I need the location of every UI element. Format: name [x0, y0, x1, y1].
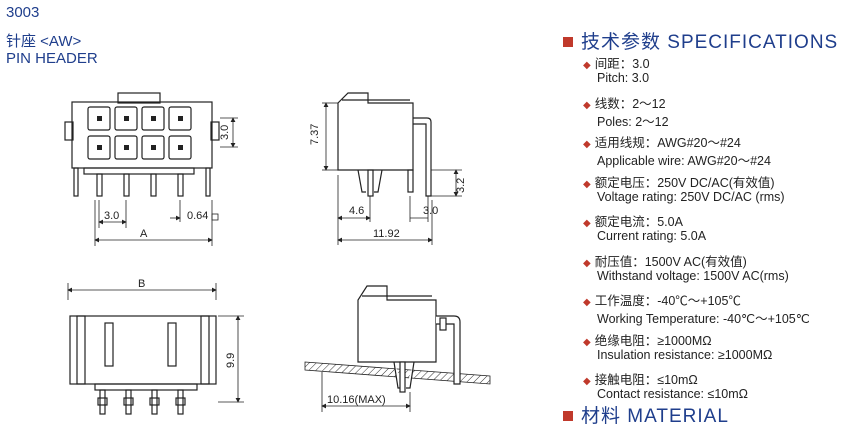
mounted-depth-label: 10.16(MAX)	[327, 394, 386, 406]
heading-square-icon	[563, 411, 573, 421]
specifications-heading: 技术参数 SPECIFICATIONS	[563, 27, 838, 54]
spec-item-en: Poles: 2～12	[597, 114, 669, 129]
spec-item-cn: ◆线数：2～12	[583, 93, 666, 112]
diamond-bullet-icon: ◆	[583, 139, 591, 150]
spec-item-cn: ◆适用线规：AWG#20～#24	[583, 132, 741, 151]
diamond-bullet-icon: ◆	[583, 257, 591, 269]
spec-item-cn-text: 绝缘电阻：≥1000MΩ	[594, 333, 712, 348]
material-heading: 材料 MATERIAL	[563, 401, 729, 428]
spec-item-en: Voltage rating: 250V DC/AC (rms)	[597, 189, 785, 204]
spec-item-en: Pitch: 3.0	[597, 71, 650, 85]
spec-item-cn-text: 适用线规：AWG#20～#24	[594, 136, 741, 150]
spec-item-en: Working Temperature: -40℃～+105℃	[597, 312, 810, 326]
material-heading-text: 材料 MATERIAL	[581, 406, 729, 427]
bottom-height-label: 9.9	[225, 353, 237, 368]
front-vertical-pitch-label: 3.0	[219, 125, 231, 140]
spec-item-cn: ◆绝缘电阻：≥1000MΩ	[583, 330, 712, 349]
heading-square-icon	[563, 37, 573, 47]
spec-item-cn: ◆额定电流：5.0A	[583, 211, 683, 230]
title-chinese: 针座 <AW>	[6, 33, 82, 50]
spec-item-cn-text: 间距：3.0	[594, 57, 650, 71]
pin-cavities	[87, 106, 192, 160]
spec-item-cn: ◆工作温度：-40℃～+105℃	[583, 290, 741, 309]
side-tail-label: 3.2	[455, 178, 467, 193]
spec-item-cn-text: 线数：2～12	[594, 96, 666, 111]
spec-item-cn-text: 工作温度：-40℃～+105℃	[594, 294, 741, 308]
side-pitch-label: 3.0	[423, 205, 438, 217]
technical-drawings: 3.0 0.64 A 3.0 7.37 4.6 3.0 3.2 11.92	[64, 92, 491, 415]
front-view	[64, 92, 238, 246]
diamond-bullet-icon: ◆	[583, 178, 591, 190]
spec-item-cn: ◆间距：3.0	[583, 53, 650, 72]
spec-item-cn: ◆耐压值：1500V AC(有效值)	[583, 251, 747, 270]
spec-item-en: Applicable wire: AWG#20～#24	[597, 154, 771, 168]
side-depth-label: 11.92	[373, 228, 400, 240]
diamond-bullet-icon: ◆	[583, 218, 591, 229]
bottom-view	[67, 283, 244, 415]
spec-item-cn-text: 接触电阻：≤10mΩ	[594, 373, 698, 387]
spec-item-en: Withstand voltage: 1500V AC(rms)	[597, 268, 789, 283]
side-offset-label: 4.6	[349, 205, 364, 217]
diamond-bullet-icon: ◆	[583, 99, 591, 111]
side-view	[322, 92, 462, 245]
spec-item-cn: ◆接触电阻：≤10mΩ	[583, 369, 698, 388]
side-height-label: 7.37	[309, 124, 321, 145]
pin-tails	[73, 167, 211, 197]
front-pitch-label: 3.0	[104, 210, 119, 222]
part-number: 3003	[6, 4, 40, 21]
mounted-view	[304, 285, 491, 412]
front-pin-width-label: 0.64	[187, 210, 208, 222]
spec-item-cn-text: 额定电流：5.0A	[594, 215, 683, 229]
diamond-bullet-icon: ◆	[583, 336, 591, 348]
diamond-bullet-icon: ◆	[583, 376, 591, 387]
spec-item-en: Insulation resistance: ≥1000MΩ	[597, 347, 773, 362]
front-dim-a-label: A	[140, 228, 148, 240]
title-english: PIN HEADER	[6, 50, 98, 67]
spec-item-cn-text: 额定电压：250V DC/AC(有效值)	[594, 175, 775, 190]
diamond-bullet-icon: ◆	[583, 297, 591, 308]
spec-item-cn: ◆额定电压：250V DC/AC(有效值)	[583, 172, 775, 191]
bottom-dim-b-label: B	[138, 278, 145, 290]
spec-item-en: Contact resistance: ≤10mΩ	[597, 387, 748, 401]
specifications-heading-text: 技术参数 SPECIFICATIONS	[581, 32, 839, 53]
diamond-bullet-icon: ◆	[583, 60, 591, 71]
spec-item-cn-text: 耐压值：1500V AC(有效值)	[594, 254, 747, 269]
spec-item-en: Current rating: 5.0A	[597, 229, 707, 243]
